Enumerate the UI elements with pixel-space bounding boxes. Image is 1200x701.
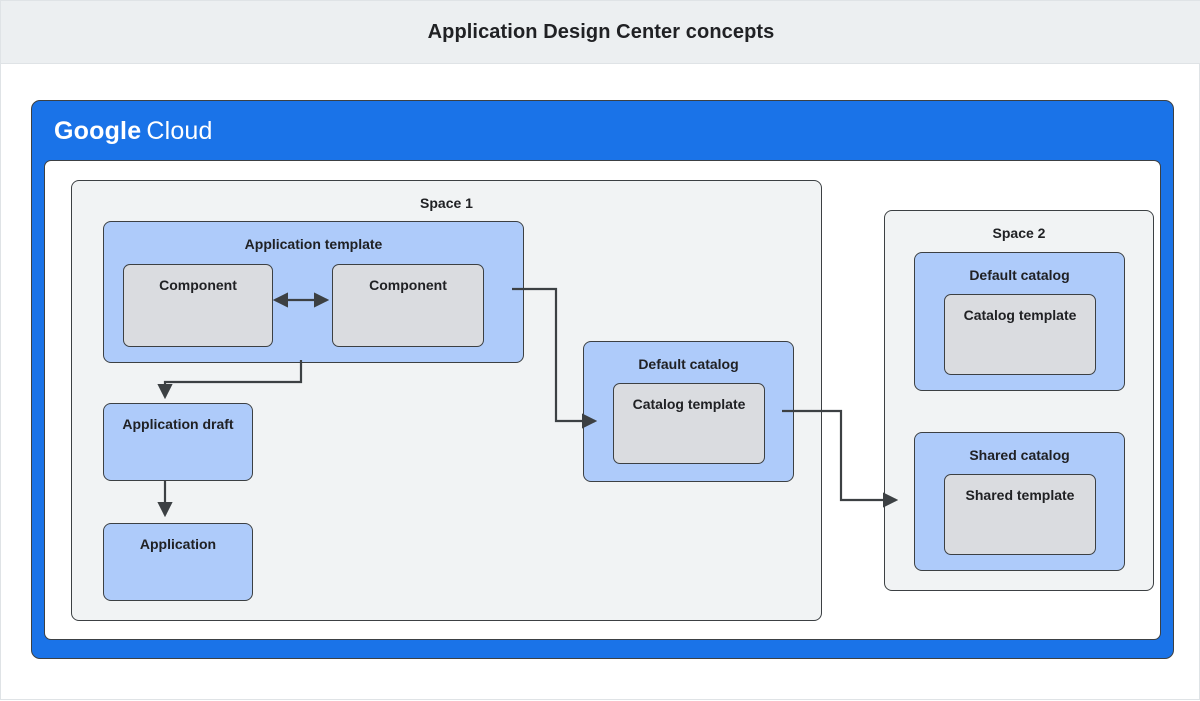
shared-template-box: Shared template [944, 474, 1096, 555]
space-1-catalog-template-box: Catalog template [613, 383, 765, 464]
logo-cloud-word: Cloud [146, 117, 213, 145]
figure-title-bar: Application Design Center concepts [1, 1, 1200, 64]
space-1-default-catalog-label: Default catalog [638, 356, 739, 372]
space-2-catalog-template-label: Catalog template [963, 307, 1077, 323]
component-box-2: Component [332, 264, 484, 347]
logo-google-word: Google [54, 117, 142, 145]
application-template-label: Application template [244, 236, 383, 252]
application-draft-label: Application draft [122, 416, 234, 432]
space-1-catalog-template-label: Catalog template [632, 396, 746, 412]
application-draft-box: Application draft [103, 403, 253, 481]
google-cloud-inner-panel: Space 1 Application template Component C… [44, 160, 1161, 640]
shared-catalog-label: Shared catalog [969, 447, 1070, 463]
component-1-label: Component [159, 277, 237, 293]
shared-template-label: Shared template [965, 487, 1075, 503]
component-2-label: Component [369, 277, 447, 293]
application-label: Application [139, 536, 217, 552]
space-2-default-catalog-label: Default catalog [969, 267, 1070, 283]
component-box-1: Component [123, 264, 273, 347]
application-box: Application [103, 523, 253, 601]
space-2-label: Space 2 [992, 225, 1046, 241]
page-title: Application Design Center concepts [427, 20, 775, 43]
space-2-catalog-template-box: Catalog template [944, 294, 1096, 375]
space-1-label: Space 1 [420, 195, 473, 211]
